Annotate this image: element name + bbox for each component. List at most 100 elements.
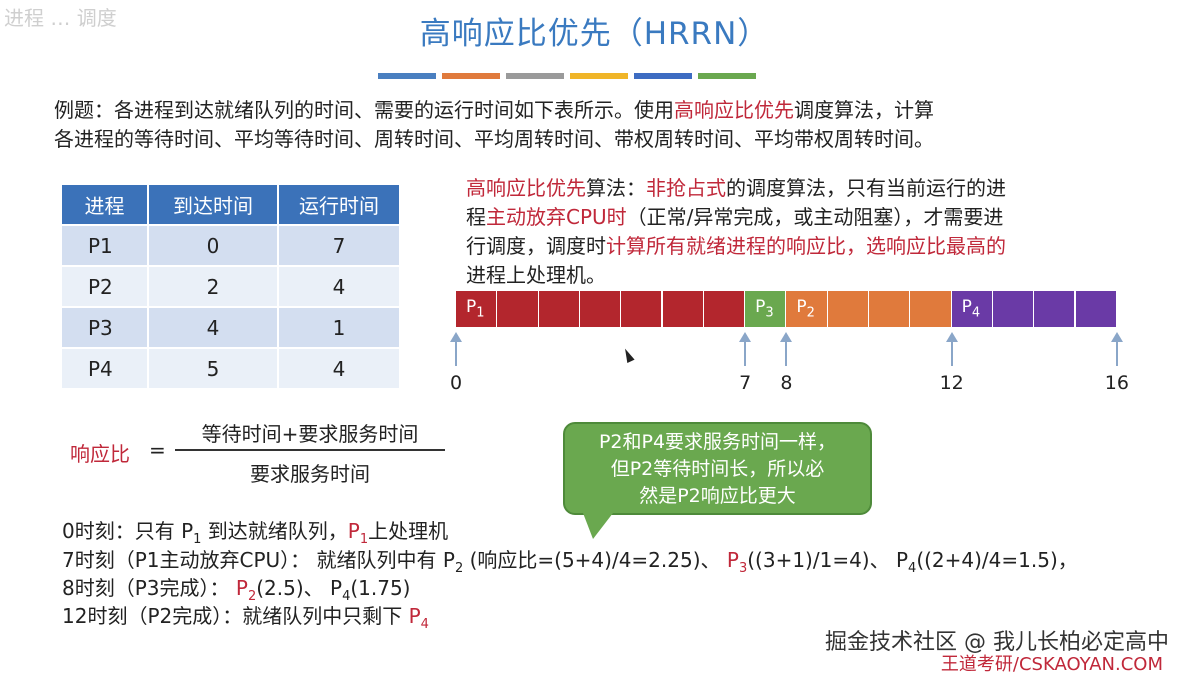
algo-text: 非抢占式 [646,176,726,200]
algo-text: 算法： [586,176,646,200]
algo-text: （正常/异常完成，或主动阻塞），才需要进 [626,205,1004,229]
gantt-cell [497,291,539,327]
gantt-tick-label: 7 [739,372,752,394]
step-sub: 4 [342,589,351,604]
table-cell: P4 [62,347,149,388]
gantt-label-sub: 1 [476,305,485,321]
step-text: 0时刻：只有 P [62,519,194,543]
step-text: P [726,548,739,572]
gantt-cell [621,291,663,327]
title-bar [378,73,436,79]
process-table: 进程 到达时间 运行时间 P1 0 7 P2 2 4 P3 4 1 P4 5 4 [62,185,401,388]
title-bar [570,73,628,79]
ratio-denominator: 要求服务时间 [250,462,370,486]
intro-line2: 各进程的等待时间、平均等待时间、周转时间、平均周转时间、带权周转时间、平均带权周… [54,127,934,151]
arrow-up-icon [450,332,462,366]
title-bar [506,73,564,79]
step-time-0: 0时刻：只有 P1 到达就绪队列，P1上处理机 [62,515,448,547]
table-row: P2 2 4 [62,265,401,307]
table-cell: P3 [62,306,149,348]
title-bar [442,73,500,79]
gantt-cell: P3 [745,291,787,327]
step-sub: 1 [193,532,202,547]
gantt-cell [662,291,704,327]
intro-part: 例题：各进程到达就绪队列的时间、需要的运行时间如下表所示。使用 [54,98,674,122]
table-row: P3 4 1 [62,306,401,348]
table-cell: 4 [148,306,279,348]
bubble-line: 但P2等待时间长，所以必 [610,458,825,480]
algo-text: 计算所有就绪进程的响应比，选响应比最高的 [606,234,1006,258]
step-text: (1.75) [350,576,411,600]
algo-text: 主动放弃CPU时 [486,205,627,229]
gantt-cell: P1 [456,291,498,327]
gantt-tick-label: 8 [780,372,793,394]
speech-bubble-tail [583,513,613,539]
gantt-cell [827,291,869,327]
step-time-12: 12时刻（P2完成）：就绪队列中只剩下 P4 [62,600,429,632]
gantt-cell [579,291,622,327]
algo-text: 进程上处理机。 [466,263,606,287]
gantt-cell [992,291,1035,327]
gantt-label: P4 [961,297,981,321]
title-bar [698,73,756,79]
table-header-cell: 运行时间 [278,185,401,225]
arrow-up-icon [1110,332,1123,366]
table-row: P1 0 7 [62,224,401,266]
title-bar [634,73,692,79]
table-cell: P1 [62,224,149,266]
ratio-label: 响应比 [70,442,130,466]
ratio-equals: = [149,438,166,462]
step-sub: 1 [359,532,369,547]
step-text: 到达就绪队列， [201,519,348,543]
gantt-label-sub: 2 [806,305,815,321]
step-sub: 4 [908,561,917,576]
gantt-label: P1 [466,297,485,321]
gantt-tick-label: 16 [1104,372,1129,394]
table-cell: 4 [278,347,401,388]
gantt-label: P3 [755,297,774,321]
table-cell: 4 [278,265,401,307]
arrow-up-icon [739,332,752,366]
slide-title: 高响应比优先（HRRN） [419,16,770,52]
algorithm-description: 高响应比优先算法：非抢占式的调度算法，只有当前运行的进 程主动放弃CPU时（正常… [466,174,1126,290]
step-text: (2.5) [256,576,304,600]
algo-text: 程 [466,205,486,229]
table-cell: P2 [62,265,149,307]
gantt-cell [538,291,580,327]
table-cell: 0 [148,224,279,266]
fraction-line [175,449,445,451]
step-text: ((2+4)/4=1.5)， [916,548,1078,572]
table-cell: 1 [278,306,401,348]
gantt-label-sub: 4 [971,305,981,321]
step-text: 12时刻（P2完成）：就绪队列中只剩下 [62,604,409,628]
arrow-up-icon [945,332,958,366]
gantt-cell [1034,291,1076,327]
gantt-tick-label: 0 [450,372,463,394]
step-text: P [408,604,421,628]
step-sub: 2 [454,561,464,576]
bubble-line: P2和P4要求服务时间一样， [598,431,837,453]
step-time-7: 7时刻（P1主动放弃CPU）： 就绪队列中有 P2 (响应比=(5+4)/4=2… [62,544,1078,576]
gantt-label: P2 [796,297,815,321]
ratio-numerator: 等待时间+要求服务时间 [201,422,419,446]
step-text: 上处理机 [368,519,449,543]
watermark-top: 进程 … 调度 [4,6,117,30]
step-text: 、 P [303,576,343,600]
watermark-juejin: 掘金技术社区 @ 我儿长柏必定高中 [825,630,1169,655]
table-row: P4 5 4 [62,347,401,388]
speech-bubble: P2和P4要求服务时间一样， 但P2等待时间长，所以必 然是P2响应比更大 [563,422,872,515]
table-header-row: 进程 到达时间 运行时间 [62,185,401,225]
gantt-cell [703,291,746,327]
gantt-cell [1075,291,1117,327]
gantt-cell: P2 [786,291,828,327]
table-header-cell: 到达时间 [148,185,279,225]
gantt-chart: P1 P3 P2 P4 [456,291,1117,327]
gantt-cell [869,291,911,327]
gantt-cell: P4 [951,291,993,327]
step-text: P [347,519,360,543]
table-header-cell: 进程 [62,185,149,225]
arrow-up-icon [780,332,793,366]
mouse-cursor-icon [621,346,635,364]
step-sub: 2 [247,589,257,604]
intro-part: 调度算法，计算 [794,98,934,122]
